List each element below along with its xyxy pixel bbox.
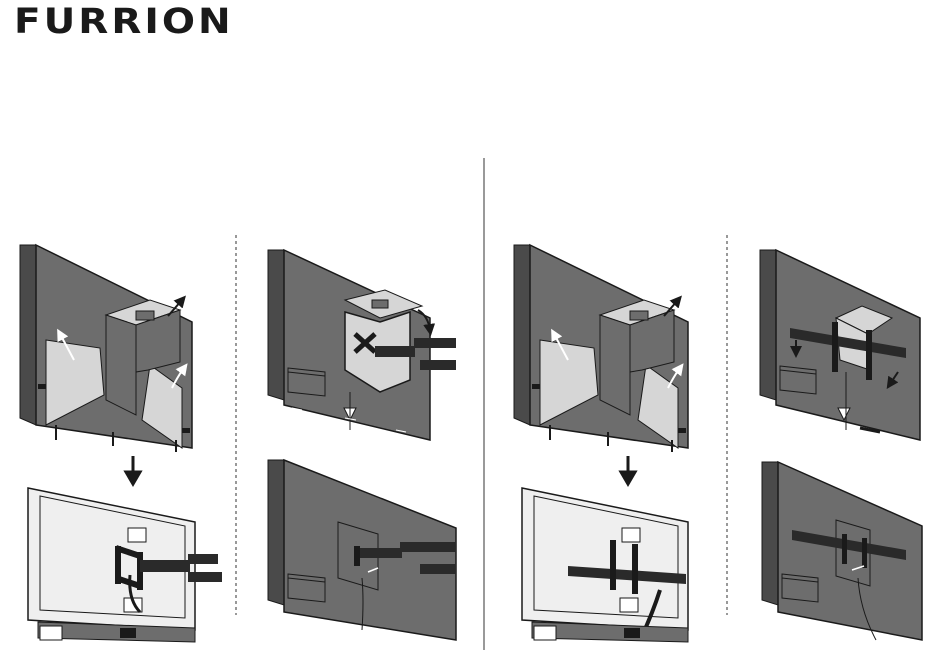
down-arrow-right (621, 456, 635, 484)
panel-tv-back-flat (522, 488, 688, 642)
panel-cover-removal-right (514, 245, 688, 452)
panel-installed-flat (760, 250, 920, 440)
panel-finished-articulating (268, 460, 456, 640)
panel-cover-removal-left (20, 245, 192, 452)
panel-tv-back-articulating (28, 488, 222, 642)
panel-finished-flat (762, 462, 922, 640)
down-arrow-left (126, 456, 140, 484)
panel-installed-articulating (268, 250, 456, 440)
